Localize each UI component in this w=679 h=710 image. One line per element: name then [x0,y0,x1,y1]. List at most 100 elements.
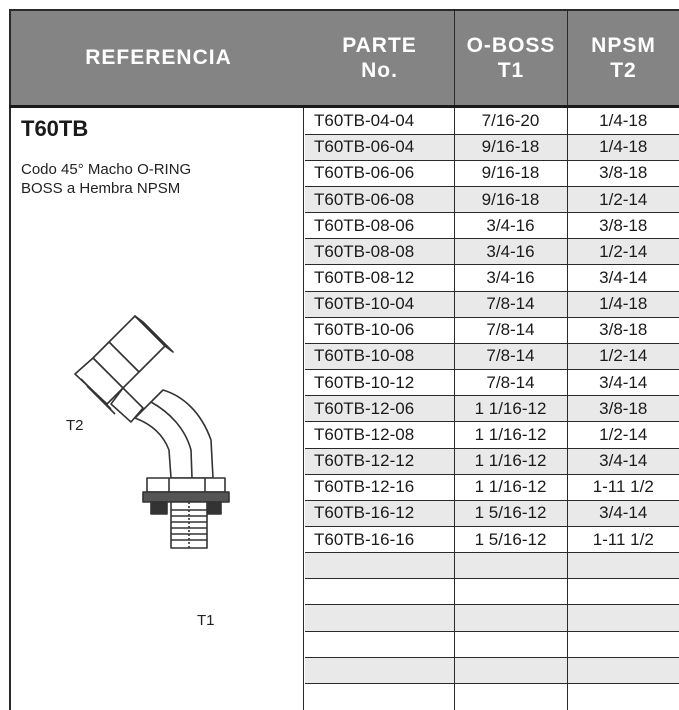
series-code: T60TB [21,116,89,141]
cell-npsm: 1/2-14 [567,238,679,266]
cell-npsm: 1/4-18 [567,108,679,135]
cell-parte: T60TB-10-12 [305,369,455,397]
cell-parte: T60TB-12-12 [305,448,455,475]
cell-npsm [567,604,679,632]
header-oboss: O-BOSS T1 [455,9,568,105]
cell-npsm [567,683,679,709]
cell-parte [305,604,455,632]
cell-parte: T60TB-10-06 [305,317,455,344]
cell-oboss [454,552,568,580]
cell-oboss: 1 5/16-12 [454,526,568,554]
cell-npsm: 1-11 1/2 [567,474,679,501]
cell-parte: T60TB-06-08 [305,186,455,214]
cell-parte: T60TB-08-12 [305,264,455,292]
cell-parte [305,657,455,684]
spec-table: REFERENCIA PARTE No. O-BOSS T1 NPSM T2 T… [9,9,679,710]
header-npsm: NPSM T2 [568,9,679,105]
cell-parte: T60TB-16-12 [305,500,455,528]
header-npsm-line2: T2 [610,59,637,82]
cell-oboss: 1 1/16-12 [454,474,568,501]
cell-oboss: 9/16-18 [454,186,568,214]
cell-parte: T60TB-08-06 [305,212,455,240]
header-parte: PARTE No. [305,9,455,105]
cell-parte [305,683,455,710]
cell-oboss [454,657,568,684]
cell-oboss: 1 1/16-12 [454,448,568,475]
cell-parte [305,578,455,606]
description-line2: BOSS a Hembra NPSM [21,180,181,197]
cell-parte: T60TB-16-16 [305,526,455,554]
cell-npsm: 3/8-18 [567,317,679,344]
cell-npsm [567,578,679,606]
description-line1: Codo 45° Macho O-RING [21,161,192,178]
cell-npsm: 3/8-18 [567,160,679,187]
cell-oboss: 7/8-14 [454,291,568,318]
table-row-empty [305,578,679,606]
table-row-empty [305,552,679,580]
cell-npsm: 1/4-18 [567,291,679,318]
cell-parte: T60TB-04-04 [305,108,455,135]
cell-npsm: 3/4-14 [567,448,679,475]
header-parte-line2: No. [361,59,398,82]
cell-oboss [454,578,568,606]
cell-parte: T60TB-12-16 [305,474,455,501]
cell-parte: T60TB-08-08 [305,238,455,266]
cell-npsm: 3/4-14 [567,369,679,397]
product-description: Codo 45° Macho O-RING BOSS a Hembra NPSM [21,160,191,198]
header-oboss-line1: O-BOSS [466,33,556,57]
table-row-empty [305,683,679,710]
header-referencia: REFERENCIA [9,9,307,105]
elbow-fitting-45-icon [74,315,230,549]
cell-npsm: 1/4-18 [567,134,679,161]
header-oboss-line2: T1 [497,59,525,82]
cell-parte: T60TB-12-08 [305,421,455,449]
header-divider [9,105,679,108]
cell-oboss [454,604,568,632]
cell-parte: T60TB-06-04 [305,134,455,161]
cell-oboss: 1 5/16-12 [454,500,568,528]
cell-oboss: 9/16-18 [454,134,568,161]
cell-oboss: 3/4-16 [454,264,568,292]
cell-npsm: 3/8-18 [567,212,679,240]
cell-npsm [567,631,679,658]
cell-oboss: 7/16-20 [454,108,568,135]
header-npsm-line1: NPSM [591,33,656,57]
cell-parte: T60TB-10-08 [305,343,455,371]
cell-oboss: 7/8-14 [454,369,568,397]
cell-npsm: 1-11 1/2 [567,526,679,554]
cell-oboss: 7/8-14 [454,343,568,371]
cell-npsm: 1/2-14 [567,421,679,449]
table-row-empty [305,657,679,684]
cell-parte: T60TB-10-04 [305,291,455,318]
cell-oboss: 9/16-18 [454,160,568,187]
cell-oboss [454,631,568,658]
cell-oboss: 7/8-14 [454,317,568,344]
table-row-empty [305,631,679,658]
label-t1: T1 [197,612,215,629]
cell-npsm [567,552,679,580]
table-row-empty [305,604,679,632]
reference-cell: T60TB Codo 45° Macho O-RING BOSS a Hembr… [9,108,304,710]
cell-npsm [567,657,679,684]
cell-parte [305,631,455,658]
cell-npsm: 3/4-14 [567,264,679,292]
cell-oboss: 3/4-16 [454,238,568,266]
